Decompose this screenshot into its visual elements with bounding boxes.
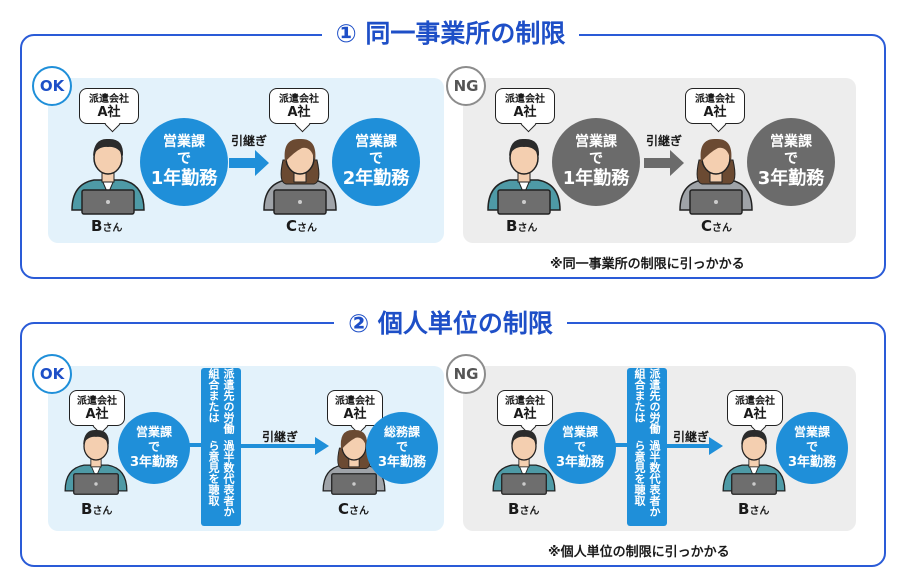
section1-ng-badge: NG: [446, 66, 486, 106]
handover-label: 引継ぎ: [673, 430, 710, 444]
section1-ok-badge: OK: [32, 66, 72, 106]
person-c-label: Cさん: [701, 217, 733, 235]
connector-line: [614, 443, 628, 447]
union-consultation-box: 派遣先の労働組合または過半数代表者から意見を聴取: [201, 368, 241, 526]
person-b-man-icon: [71, 138, 145, 215]
person-b-label: Bさん: [91, 217, 123, 235]
section2-ok-badge: OK: [32, 354, 72, 394]
section2-title: ② 個人単位の制限: [0, 304, 901, 340]
person-c-label: Cさん: [338, 500, 370, 518]
person-b-label: Bさん: [506, 217, 538, 235]
person-c-woman-icon: [679, 138, 753, 215]
handover-arrow-icon: [241, 437, 329, 455]
handover-arrow-icon: [667, 437, 723, 455]
section2-note: ※個人単位の制限に引っかかる: [548, 545, 730, 560]
person-c-label: Cさん: [286, 217, 318, 235]
person-b-label: Bさん: [738, 500, 770, 518]
person-c-woman-icon: [263, 138, 337, 215]
connector-line: [188, 443, 202, 447]
section1-title: ① 同一事業所の制限: [0, 14, 901, 50]
person-b-label: Bさん: [508, 500, 540, 518]
section1-note: ※同一事業所の制限に引っかかる: [550, 257, 745, 272]
handover-arrow-icon: [644, 150, 684, 176]
union-consultation-box: 派遣先の労働組合または過半数代表者から意見を聴取: [627, 368, 667, 526]
handover-label: 引継ぎ: [646, 134, 683, 148]
handover-arrow-icon: [229, 150, 269, 176]
section2-ng-badge: NG: [446, 354, 486, 394]
handover-label: 引継ぎ: [231, 134, 268, 148]
person-b-label: Bさん: [81, 500, 113, 518]
handover-label: 引継ぎ: [262, 430, 299, 444]
